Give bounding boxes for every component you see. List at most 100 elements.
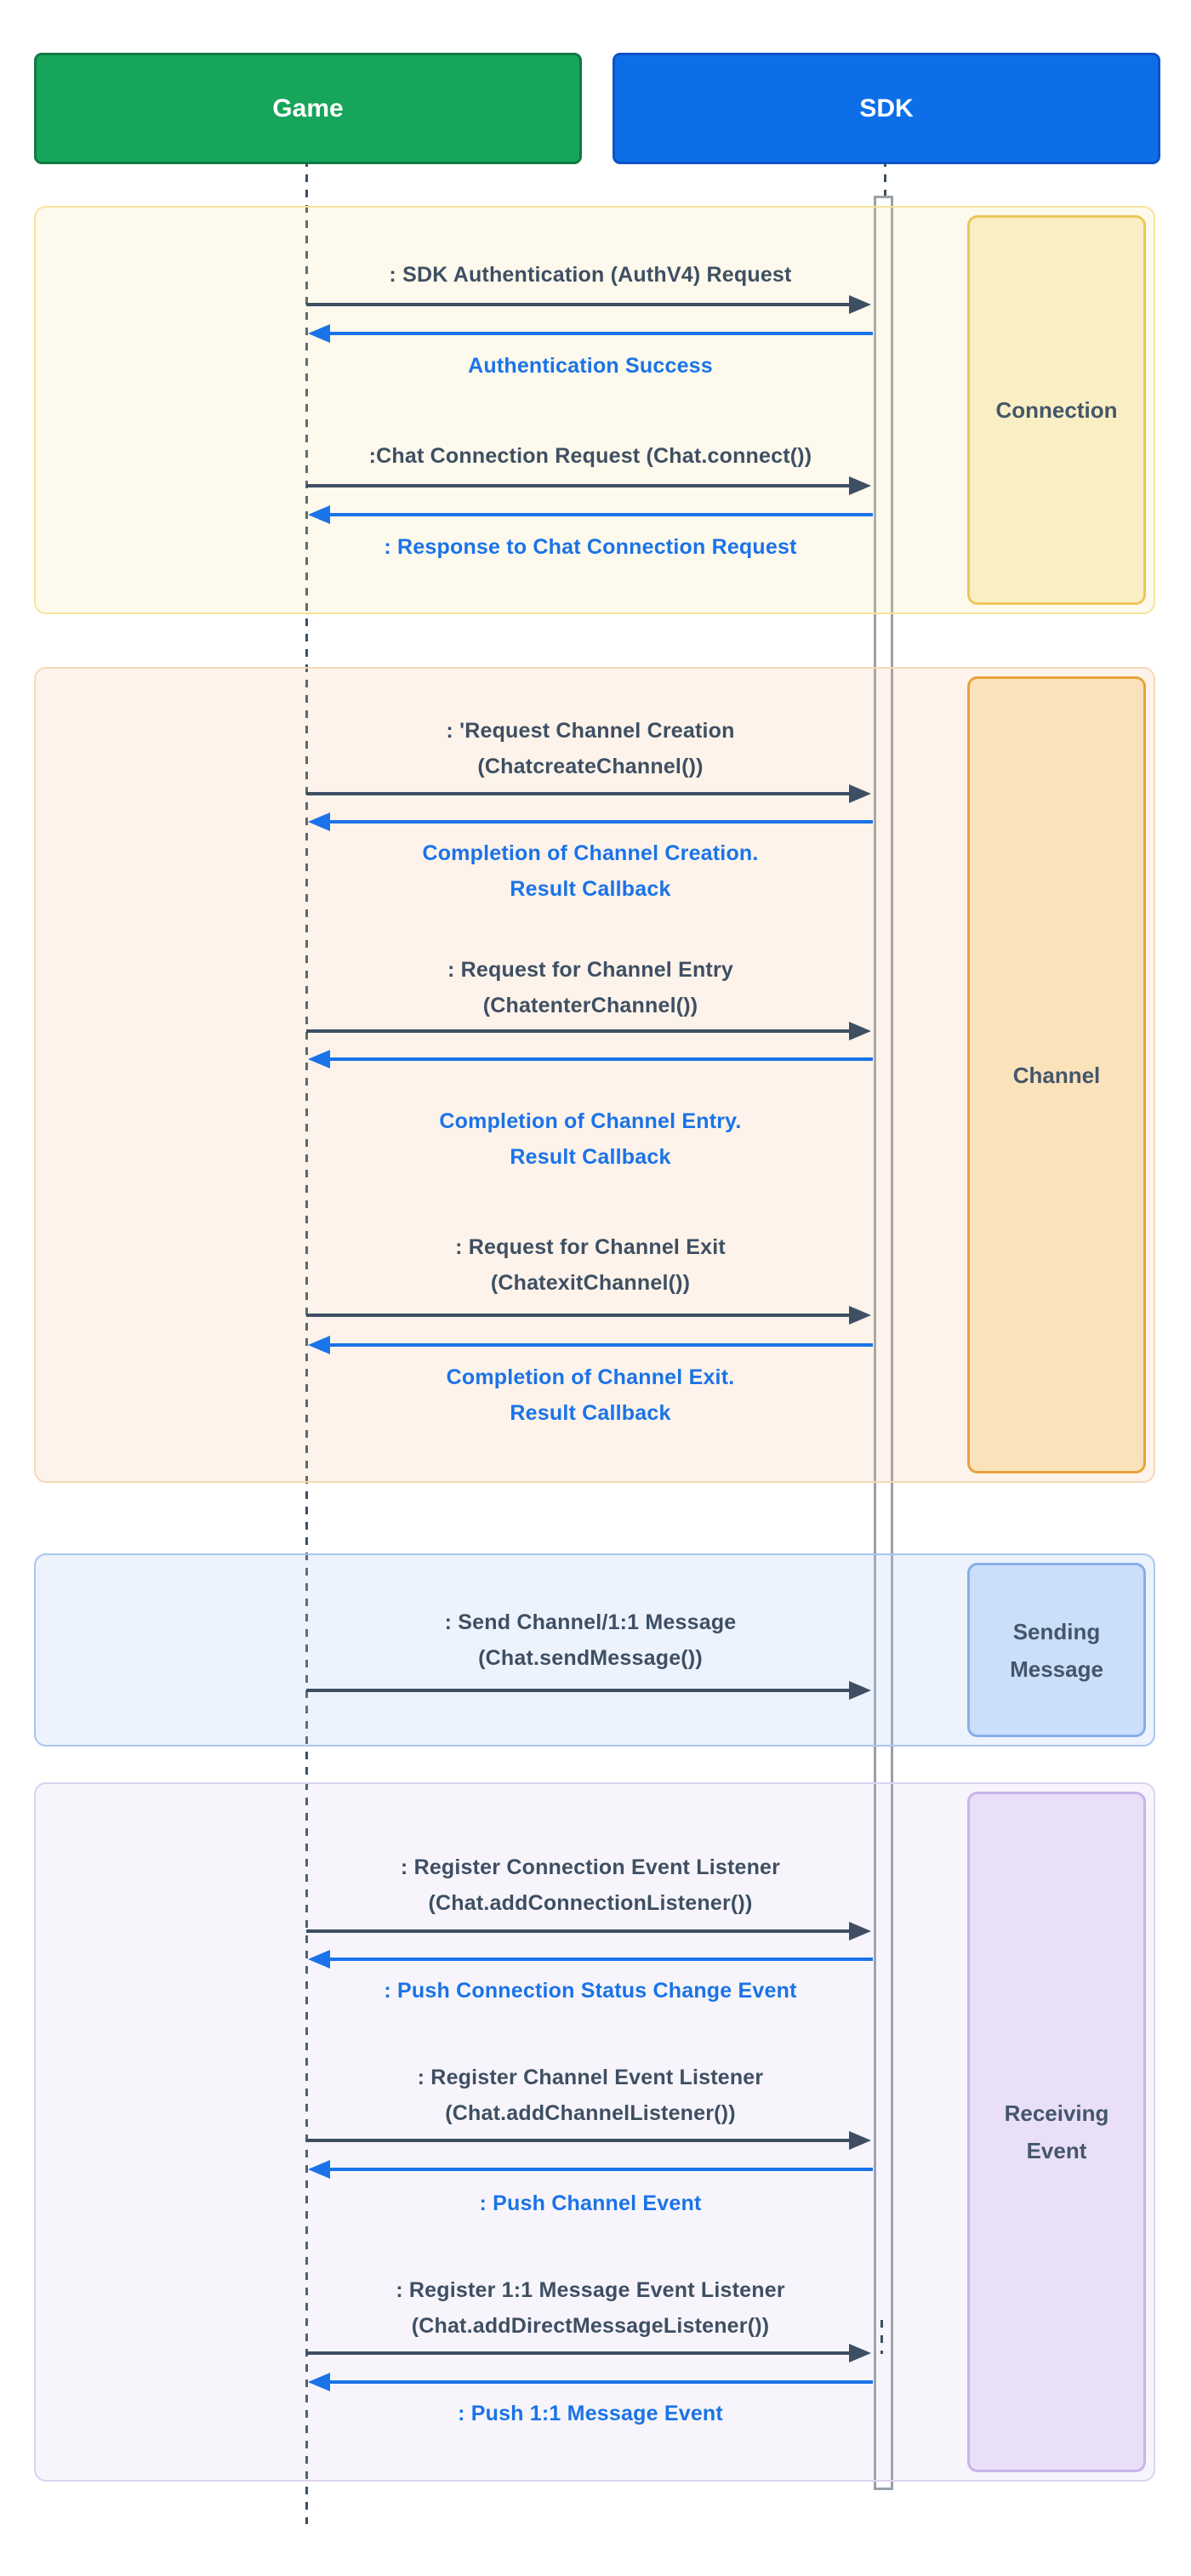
arrow-game-to-sdk [306,476,871,495]
arrow-sdk-to-game [308,505,873,524]
message-line: (ChatcreateChannel()) [477,755,704,778]
message-label: : Response to Chat Connection Request [306,529,875,565]
arrow-shaft [328,1343,873,1347]
message-line: Authentication Success [468,354,713,378]
message-label: : Request for Channel Entry (ChatenterCh… [306,952,875,1023]
message-label: :Chat Connection Request (Chat.connect()… [306,438,875,474]
arrow-sdk-to-game [308,1050,873,1069]
arrow-sdk-to-game [308,2160,873,2179]
message-label: : Push 1:1 Message Event [306,2396,875,2431]
arrow-shaft [328,820,873,824]
arrow-shaft [306,1689,851,1692]
message-line: (ChatenterChannel()) [482,994,698,1017]
arrow-game-to-sdk [306,784,871,803]
arrow-sdk-to-game [308,324,873,343]
section-channel: Channel [34,667,1155,1483]
arrow-shaft [328,1057,873,1061]
arrow-shaft [328,1958,873,1961]
actor-sdk-label: SDK [859,94,914,123]
arrow-shaft [306,303,851,306]
message-line: (Chat.addDirectMessageListener()) [411,2314,770,2338]
arrow-shaft [328,2380,873,2384]
message-label: : SDK Authentication (AuthV4) Request [306,257,875,293]
actor-game-label: Game [272,94,344,123]
section-sending-message: Sending Message [34,1553,1155,1747]
message-line: Completion of Channel Creation. [422,841,759,865]
message-line: : Request for Channel Entry [447,958,733,982]
arrowhead-right-icon [849,1681,871,1700]
message-line: Completion of Channel Entry. [439,1109,742,1133]
arrow-shaft [306,1314,851,1317]
arrow-shaft [306,2351,851,2355]
message-label: Completion of Channel Creation. Result C… [306,835,875,907]
arrow-shaft [306,1029,851,1033]
message-line: : Push 1:1 Message Event [458,2402,723,2425]
arrowhead-left-icon [308,1336,330,1354]
message-line: : Register 1:1 Message Event Listener [396,2278,785,2302]
section-channel-label: Channel [967,676,1146,1473]
arrow-game-to-sdk [306,295,871,314]
message-label: : Register Connection Event Listener (Ch… [306,1849,875,1921]
message-line: : Register Connection Event Listener [400,1855,781,1879]
arrow-shaft [306,1929,851,1933]
arrowhead-right-icon [849,476,871,495]
arrow-game-to-sdk [306,1306,871,1325]
arrowhead-right-icon [849,784,871,803]
actor-sdk: SDK [613,53,1160,164]
message-line: Result Callback [510,1401,671,1425]
sdk-lifeline-gap-segment [880,2320,883,2354]
arrow-sdk-to-game [308,812,873,831]
arrow-game-to-sdk [306,1922,871,1941]
message-line: : 'Request Channel Creation [446,719,735,743]
arrowhead-right-icon [849,1922,871,1941]
arrow-shaft [328,2168,873,2171]
message-line: (Chat.addConnectionListener()) [428,1891,753,1915]
arrow-game-to-sdk [306,2131,871,2150]
arrowhead-left-icon [308,324,330,343]
game-lifeline [305,159,308,2524]
arrow-game-to-sdk [306,2344,871,2362]
message-label: : Push Channel Event [306,2186,875,2221]
message-label: Authentication Success [306,348,875,384]
arrowhead-right-icon [849,1306,871,1325]
arrow-shaft [328,332,873,335]
message-line: (ChatexitChannel()) [490,1271,691,1295]
message-line: : Push Channel Event [479,2191,702,2215]
message-label: : Push Connection Status Change Event [306,1973,875,2009]
section-sending-message-label: Sending Message [967,1563,1146,1737]
section-connection-label: Connection [967,215,1146,605]
message-label: : Send Channel/1:1 Message (Chat.sendMes… [306,1604,875,1676]
message-line: :Chat Connection Request (Chat.connect()… [368,444,812,468]
arrow-sdk-to-game [308,2373,873,2391]
arrow-game-to-sdk [306,1681,871,1700]
message-label: Completion of Channel Entry. Result Call… [306,1103,875,1175]
sdk-activation-bar [874,196,893,2490]
message-label: : 'Request Channel Creation (ChatcreateC… [306,713,875,784]
arrow-shaft [306,792,851,795]
arrowhead-left-icon [308,812,330,831]
arrowhead-left-icon [308,1050,330,1069]
arrowhead-right-icon [849,2131,871,2150]
arrowhead-right-icon [849,1022,871,1040]
actor-game: Game [34,53,582,164]
message-line: Result Callback [510,1145,671,1169]
arrow-sdk-to-game [308,1336,873,1354]
arrow-shaft [328,513,873,516]
arrow-game-to-sdk [306,1022,871,1040]
message-label: : Request for Channel Exit (ChatexitChan… [306,1229,875,1301]
message-line: : Register Channel Event Listener [417,2066,764,2089]
arrowhead-right-icon [849,2344,871,2362]
message-line: : Push Connection Status Change Event [384,1979,797,2003]
message-line: Completion of Channel Exit. [446,1365,735,1389]
message-line: (Chat.addChannelListener()) [445,2101,736,2125]
message-label: : Register 1:1 Message Event Listener (C… [306,2272,875,2344]
message-line: (Chat.sendMessage()) [478,1646,703,1670]
arrowhead-left-icon [308,2373,330,2391]
arrow-shaft [306,484,851,487]
section-connection: Connection [34,206,1155,614]
message-line: : SDK Authentication (AuthV4) Request [389,263,792,287]
message-line: Result Callback [510,877,671,901]
section-receiving-event-label: Receiving Event [967,1792,1146,2472]
